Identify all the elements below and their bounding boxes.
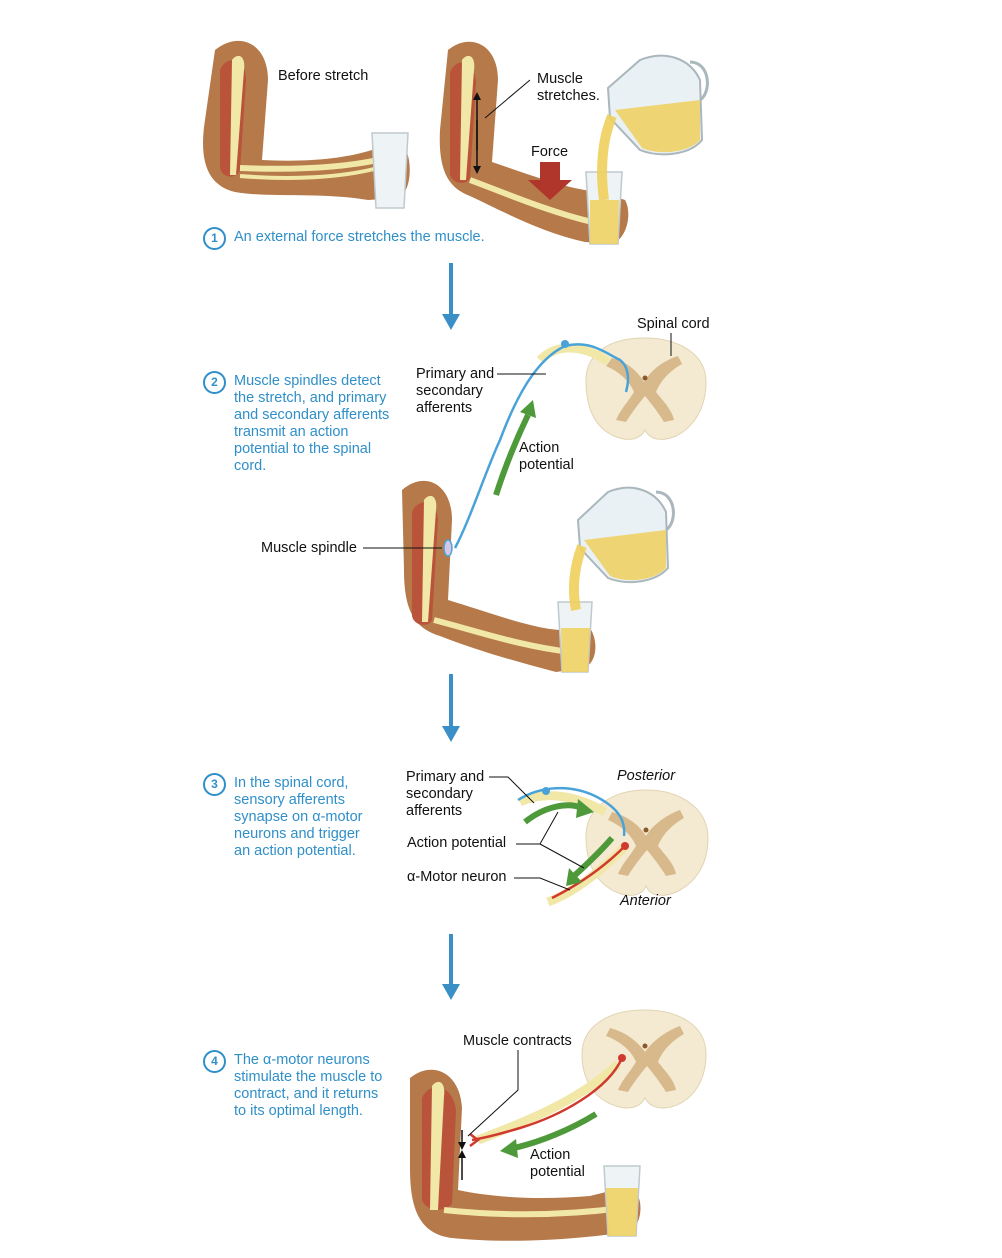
glass-icon xyxy=(603,1165,641,1237)
step-number-badge: 1 xyxy=(203,227,226,250)
step-text: The α-motor neurons stimulate the muscle… xyxy=(234,1052,383,1119)
muscle-spindle-icon xyxy=(443,539,453,557)
spinal-cord-section xyxy=(581,1009,707,1109)
motor-neuron-soma-icon xyxy=(618,1054,626,1062)
neuromuscular-junction-icon xyxy=(469,1133,481,1147)
glass-icon xyxy=(585,171,623,245)
step-text: In the spinal cord, sensory afferents sy… xyxy=(234,775,363,859)
muscle-contracts-leader xyxy=(467,1050,519,1137)
force-arrow xyxy=(528,162,572,200)
action-potential-arrow xyxy=(493,400,536,496)
afferent-neuron xyxy=(517,786,626,837)
before-stretch-label: Before stretch xyxy=(278,68,369,84)
afferents-label: Primary and secondary afferents xyxy=(416,366,495,416)
action-potential-label: Action potential xyxy=(530,1147,585,1180)
motor-neuron-leader xyxy=(514,877,571,891)
dorsal-root xyxy=(518,791,608,816)
dorsal-root-ganglion-icon xyxy=(561,340,569,348)
flow-arrow-2-head xyxy=(442,726,460,742)
step-number-badge: 4 xyxy=(203,1050,226,1073)
muscle-spindle-label: Muscle spindle xyxy=(261,540,357,556)
anterior-label: Anterior xyxy=(620,893,671,909)
action-potential-arrow xyxy=(500,1111,598,1158)
action-potential-label: Action potential xyxy=(407,835,507,851)
action-potential-arrow xyxy=(566,836,615,886)
step-1: 1 An external force stretches the muscle… xyxy=(203,227,523,250)
spinal-cord-label: Spinal cord xyxy=(637,316,710,332)
step-number-badge: 2 xyxy=(203,371,226,394)
action-potential-leader xyxy=(516,811,585,869)
arm-spindle xyxy=(402,480,596,672)
motor-neuron-label: α-Motor neuron xyxy=(407,869,507,885)
ventral-root xyxy=(476,1060,622,1145)
glass-icon xyxy=(371,132,409,209)
flow-arrow-1-head xyxy=(442,314,460,330)
step-number-badge: 3 xyxy=(203,773,226,796)
arm-contracted xyxy=(410,1069,641,1241)
step-text: Muscle spindles detect the stretch, and … xyxy=(234,373,390,474)
muscle-stretches-label: Muscle stretches. xyxy=(537,71,600,104)
action-potential-arrow xyxy=(523,799,594,825)
muscle-stretches-leader xyxy=(484,79,531,119)
action-potential-label: Action potential xyxy=(519,440,574,473)
force-label: Force xyxy=(531,144,569,160)
step-text: An external force stretches the muscle. xyxy=(234,229,485,245)
flow-arrow-3-head xyxy=(442,984,460,1000)
motor-neuron xyxy=(551,845,626,900)
step-4: 4 The α-motor neurons stimulate the musc… xyxy=(203,1050,403,1128)
posterior-label: Posterior xyxy=(617,768,676,784)
dorsal-root-ganglion-icon xyxy=(542,787,550,795)
arm-before-stretch xyxy=(203,40,410,200)
pitcher-icon xyxy=(569,486,675,611)
arm-stretched xyxy=(439,41,629,244)
step-3: 3 In the spinal cord, sensory afferents … xyxy=(203,773,403,867)
afferents-label: Primary and secondary afferents xyxy=(406,769,485,819)
pitcher-icon xyxy=(597,54,709,201)
spinal-cord-section xyxy=(585,789,709,896)
step-2: 2 Muscle spindles detect the stretch, an… xyxy=(203,371,403,483)
afferents-leader xyxy=(489,776,535,804)
dorsal-root xyxy=(536,343,611,366)
spinal-cord-section xyxy=(585,333,707,440)
afferent-neuron xyxy=(453,343,630,549)
muscle-contracts-label: Muscle contracts xyxy=(463,1033,572,1049)
motor-neuron xyxy=(471,1057,624,1142)
motor-neuron-soma-icon xyxy=(621,842,629,850)
glass-icon xyxy=(557,601,593,673)
